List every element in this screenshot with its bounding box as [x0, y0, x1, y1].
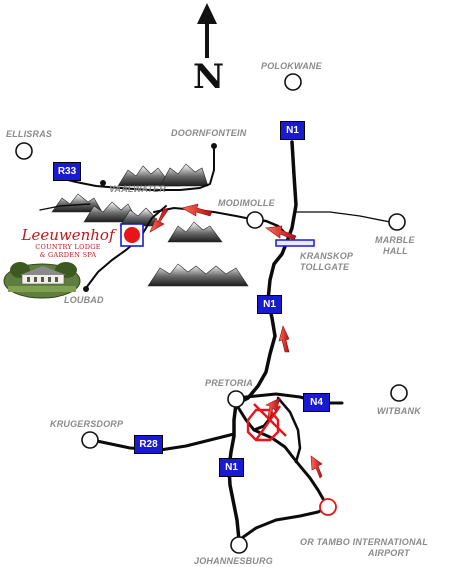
town-marker-polokwane [284, 73, 302, 91]
label-ellisras: ELLISRAS [6, 129, 53, 139]
hotel-subtitle-line1: COUNTRY LODGE [35, 243, 101, 251]
hotel-name: Leeuwenhof [21, 226, 115, 244]
town-marker-pretoria [227, 390, 245, 408]
label-krugersdorp: KRUGERSDORP [50, 419, 124, 429]
route-shield-n1-south: N1 [219, 458, 244, 477]
direction-arrow-icon [181, 203, 213, 217]
direction-arrow-icon [310, 455, 323, 479]
label-witbank: WITBANK [377, 406, 421, 416]
town-marker-krugersdorp [81, 431, 99, 449]
label-loubad: LOUBAD [64, 295, 104, 305]
north-arrow-icon [197, 3, 217, 58]
label-johannesburg: JOHANNESBURG [194, 556, 273, 566]
hotel-illustration [3, 262, 81, 299]
direction-arrow-icon [149, 207, 169, 233]
label-kranskop-line2: TOLLGATE [300, 262, 350, 272]
town-marker-loubad [83, 286, 89, 292]
town-marker-johannesburg [230, 536, 248, 554]
label-airport-line1: OR TAMBO INTERNATIONAL [300, 537, 429, 547]
label-pretoria: PRETORIA [205, 378, 253, 388]
town-marker-modimolle [246, 211, 264, 229]
direction-arrow-icon [265, 397, 281, 419]
label-marble-hall-line1: MARBLE [375, 235, 415, 245]
town-marker-witbank [390, 384, 408, 402]
town-marker-ellisras [15, 142, 33, 160]
route-shield-r28: R28 [134, 435, 163, 454]
tollgate-bar [275, 239, 315, 247]
label-airport-line2: AIRPORT [368, 548, 410, 558]
route-shield-n1-north: N1 [280, 121, 305, 140]
compass-north-label: N [193, 57, 225, 97]
label-marble-hall-line2: HALL [383, 246, 408, 256]
route-shield-n4: N4 [303, 393, 330, 412]
route-shield-n1-mid: N1 [257, 295, 282, 314]
direction-arrow-icon [265, 225, 297, 241]
label-vaalwater: VAALWATER [109, 184, 166, 194]
direction-arrow-icon [278, 325, 290, 353]
label-polokwane: POLOKWANE [261, 61, 322, 71]
destination-marker [120, 223, 144, 247]
label-doornfontein: DOORNFONTEIN [171, 128, 247, 138]
airport-marker [319, 498, 337, 516]
town-marker-doornfontein [211, 143, 217, 149]
town-marker-vaalwater [100, 180, 106, 186]
label-modimolle: MODIMOLLE [218, 198, 275, 208]
direction-arrows [149, 203, 323, 479]
label-kranskop-line1: KRANSKOP [300, 251, 354, 261]
town-marker-marble-hall [388, 213, 406, 231]
hotel-subtitle-line2: & GARDEN SPA [39, 251, 97, 259]
hotel-logo: Leeuwenhof COUNTRY LODGE & GARDEN SPA [16, 227, 120, 259]
route-shield-r33: R33 [53, 162, 81, 181]
